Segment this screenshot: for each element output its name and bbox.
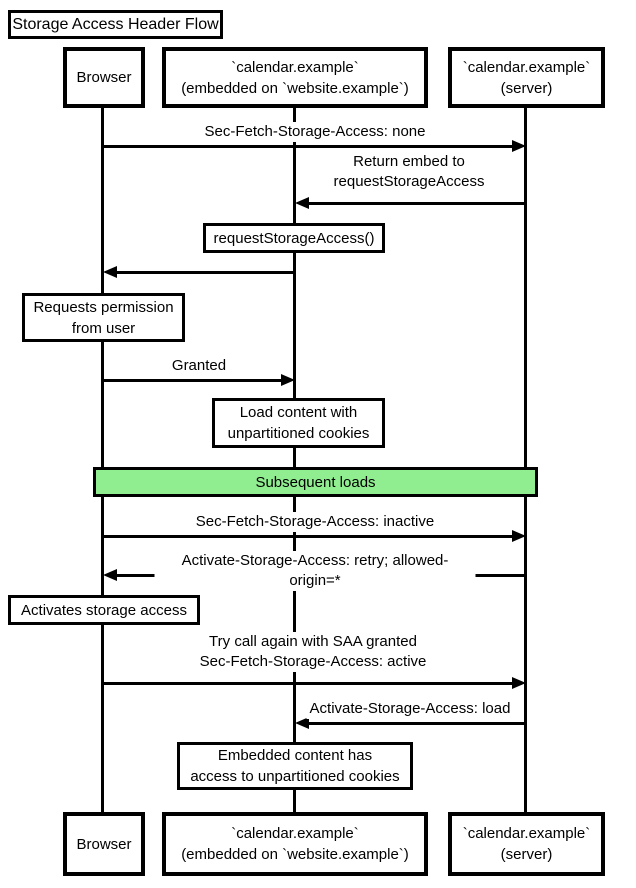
message-arrow (116, 271, 295, 274)
lifeline-browser (101, 108, 104, 812)
arrowhead-left-icon (103, 266, 117, 278)
message-label: Return embed to requestStorageAccess (330, 152, 488, 192)
message-label: Sec-Fetch-Storage-Access: inactive (192, 512, 438, 532)
message-label: Sec-Fetch-Storage-Access: none (201, 122, 429, 142)
note-request-storage-access: requestStorageAccess() (203, 223, 385, 253)
message-arrow (103, 682, 513, 685)
message-arrow (103, 379, 282, 382)
message-label: Try call again with SAA granted Sec-Fetc… (196, 632, 430, 672)
arrowhead-left-icon (103, 569, 117, 581)
message-arrow (103, 145, 513, 148)
arrowhead-right-icon (512, 677, 526, 689)
arrowhead-right-icon (512, 530, 526, 542)
note-activates-storage-access: Activates storage access (8, 595, 200, 625)
subsequent-loads-divider: Subsequent loads (93, 467, 538, 497)
participant-embed-bottom: `calendar.example` (embedded on `website… (162, 812, 428, 876)
lifeline-embed (293, 108, 296, 812)
arrowhead-right-icon (512, 140, 526, 152)
participant-embed-top: `calendar.example` (embedded on `website… (162, 47, 428, 108)
message-label: Granted (168, 356, 230, 376)
note-load-content: Load content with unpartitioned cookies (212, 398, 385, 448)
arrowhead-right-icon (281, 374, 295, 386)
participant-browser-top: Browser (63, 47, 145, 108)
arrowhead-left-icon (295, 197, 309, 209)
participant-server-bottom: `calendar.example` (server) (448, 812, 605, 876)
participant-browser-bottom: Browser (63, 812, 145, 876)
diagram-title: Storage Access Header Flow (8, 10, 223, 39)
message-label: Activate-Storage-Access: load (306, 699, 514, 719)
participant-server-top: `calendar.example` (server) (448, 47, 605, 108)
message-arrow (308, 722, 526, 725)
message-arrow (103, 535, 513, 538)
note-embedded-access: Embedded content has access to unpartiti… (177, 742, 413, 790)
note-requests-permission: Requests permission from user (22, 293, 185, 342)
message-arrow (308, 202, 526, 205)
arrowhead-left-icon (295, 717, 309, 729)
message-label: Activate-Storage-Access: retry; allowed-… (154, 551, 476, 591)
lifeline-server (524, 108, 527, 812)
